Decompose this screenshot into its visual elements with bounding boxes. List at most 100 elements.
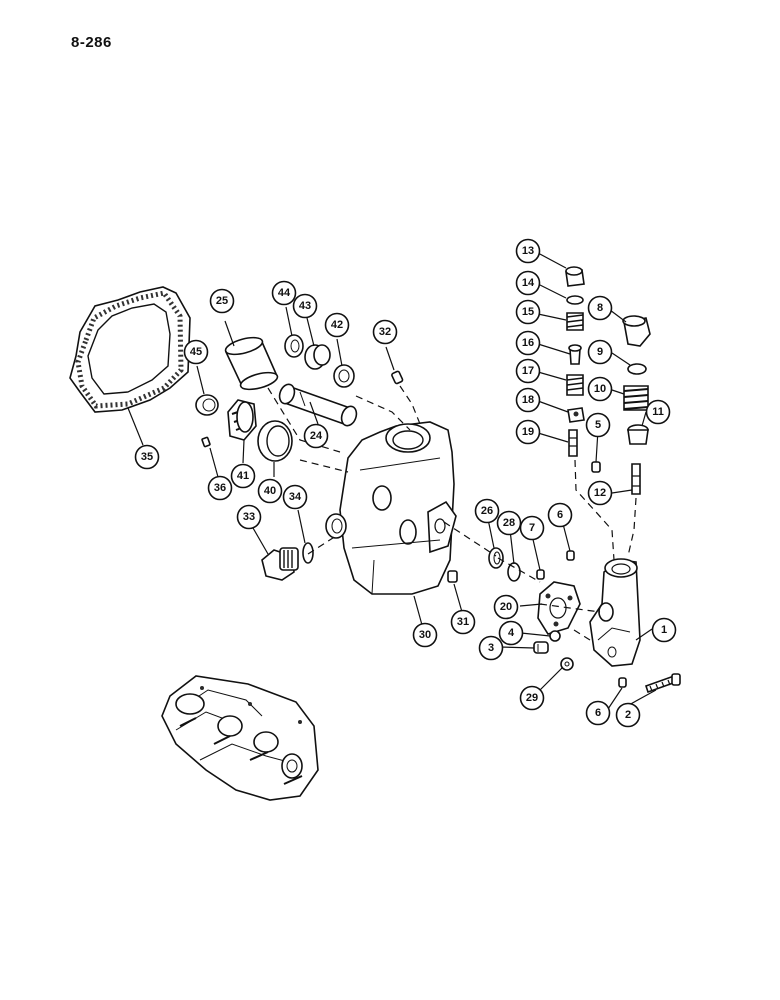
callout-19-text: 19 [522, 426, 534, 438]
shaft-part-24 [278, 383, 358, 427]
callout-14: 14 [515, 270, 541, 296]
callout-4: 4 [498, 620, 524, 646]
callout-12: 12 [587, 480, 613, 506]
seal-part-45 [195, 394, 219, 416]
callout-3: 3 [478, 635, 504, 661]
gasket-part-35 [69, 286, 191, 413]
callout-15-text: 15 [522, 306, 534, 318]
callout-14-text: 14 [522, 277, 535, 289]
callout-7-text: 7 [529, 522, 535, 534]
callout-16: 16 [515, 330, 541, 356]
dowel-part-32 [391, 370, 404, 385]
callout-6a-text: 6 [557, 509, 563, 521]
seat-part-11 [627, 424, 649, 445]
callout-35: 35 [134, 444, 160, 470]
cup-part-40 [257, 420, 293, 462]
callout-12-text: 12 [594, 487, 606, 499]
washer-part-29 [560, 657, 574, 671]
callout-9: 9 [587, 339, 613, 365]
poppet-part-19 [568, 429, 578, 457]
callout-5: 5 [585, 412, 611, 438]
callout-8-text: 8 [597, 302, 603, 314]
callout-33-text: 33 [243, 511, 255, 523]
callout-36-text: 36 [214, 482, 226, 494]
callout-32: 32 [372, 319, 398, 345]
callout-5-text: 5 [595, 419, 601, 431]
callout-15: 15 [515, 299, 541, 325]
callout-34: 34 [282, 484, 308, 510]
cover-plate-part-20 [537, 581, 581, 635]
callout-43-text: 43 [299, 300, 311, 312]
callout-26: 26 [474, 498, 500, 524]
callout-28: 28 [496, 510, 522, 536]
bearing-part-41 [227, 399, 257, 441]
callout-6a: 6 [547, 502, 573, 528]
callout-32-text: 32 [379, 326, 391, 338]
callout-31: 31 [450, 609, 476, 635]
callout-30: 30 [412, 622, 438, 648]
cap-part-13 [565, 266, 585, 287]
callout-25-text: 25 [216, 295, 228, 307]
callout-36: 36 [207, 475, 233, 501]
callout-20-text: 20 [500, 601, 512, 613]
callout-30-text: 30 [419, 629, 431, 641]
callout-33: 33 [236, 504, 262, 530]
seal-part-26 [488, 547, 504, 569]
callout-18-text: 18 [522, 394, 534, 406]
callout-43: 43 [292, 293, 318, 319]
callout-17-text: 17 [522, 365, 534, 377]
callout-6b: 6 [585, 700, 611, 726]
callout-34-text: 34 [289, 491, 302, 503]
callout-31-text: 31 [457, 616, 469, 628]
pin-part-6a [566, 550, 575, 561]
oring-part-34 [302, 542, 314, 564]
callout-17: 17 [515, 358, 541, 384]
callout-19: 19 [515, 419, 541, 445]
alignment-lines [267, 385, 637, 641]
callout-11-text: 11 [652, 406, 664, 418]
callout-41-text: 41 [237, 470, 249, 482]
callout-labels: 1 2 3 4 5 6 6 7 8 9 10 11 12 13 14 15 16… [134, 238, 677, 728]
callout-13-text: 13 [522, 245, 534, 257]
callout-29-text: 29 [526, 692, 538, 704]
plug-part-31 [447, 570, 458, 583]
poppet-part-12 [631, 463, 641, 495]
callout-28-text: 28 [503, 517, 515, 529]
callout-26-text: 26 [481, 505, 493, 517]
callout-10-text: 10 [594, 383, 606, 395]
oring-part-4 [549, 630, 561, 642]
callout-10: 10 [587, 376, 613, 402]
callout-11: 11 [645, 399, 671, 425]
housing-part-30 [325, 421, 457, 595]
callout-24-text: 24 [310, 430, 323, 442]
callout-35-text: 35 [141, 451, 153, 463]
spring-part-10 [623, 385, 649, 411]
oring-part-9 [627, 363, 647, 375]
callout-42: 42 [324, 312, 350, 338]
callout-3-text: 3 [488, 642, 494, 654]
callout-4-text: 4 [508, 627, 515, 639]
callout-20: 20 [493, 594, 519, 620]
pump-assembly-illustration [161, 675, 319, 801]
valve-body-part-1 [589, 558, 641, 667]
seat-part-18 [567, 407, 585, 423]
bearing-part-43 [304, 344, 331, 370]
callout-40: 40 [257, 478, 283, 504]
seal-part-44 [284, 334, 304, 358]
callout-13: 13 [515, 238, 541, 264]
oring-part-14 [566, 295, 584, 305]
cap-part-8 [622, 315, 651, 347]
bushing-part-25 [224, 336, 279, 391]
callout-2: 2 [615, 702, 641, 728]
dowel-part-7 [536, 569, 545, 580]
callout-6b-text: 6 [595, 707, 601, 719]
plug-part-16 [568, 344, 582, 365]
plug-part-33 [261, 547, 299, 581]
callout-24: 24 [303, 423, 329, 449]
callout-41: 41 [230, 463, 256, 489]
seal-part-42 [333, 364, 355, 388]
callout-7: 7 [519, 515, 545, 541]
callout-45-text: 45 [190, 346, 202, 358]
callout-18: 18 [515, 387, 541, 413]
callout-9-text: 9 [597, 346, 603, 358]
